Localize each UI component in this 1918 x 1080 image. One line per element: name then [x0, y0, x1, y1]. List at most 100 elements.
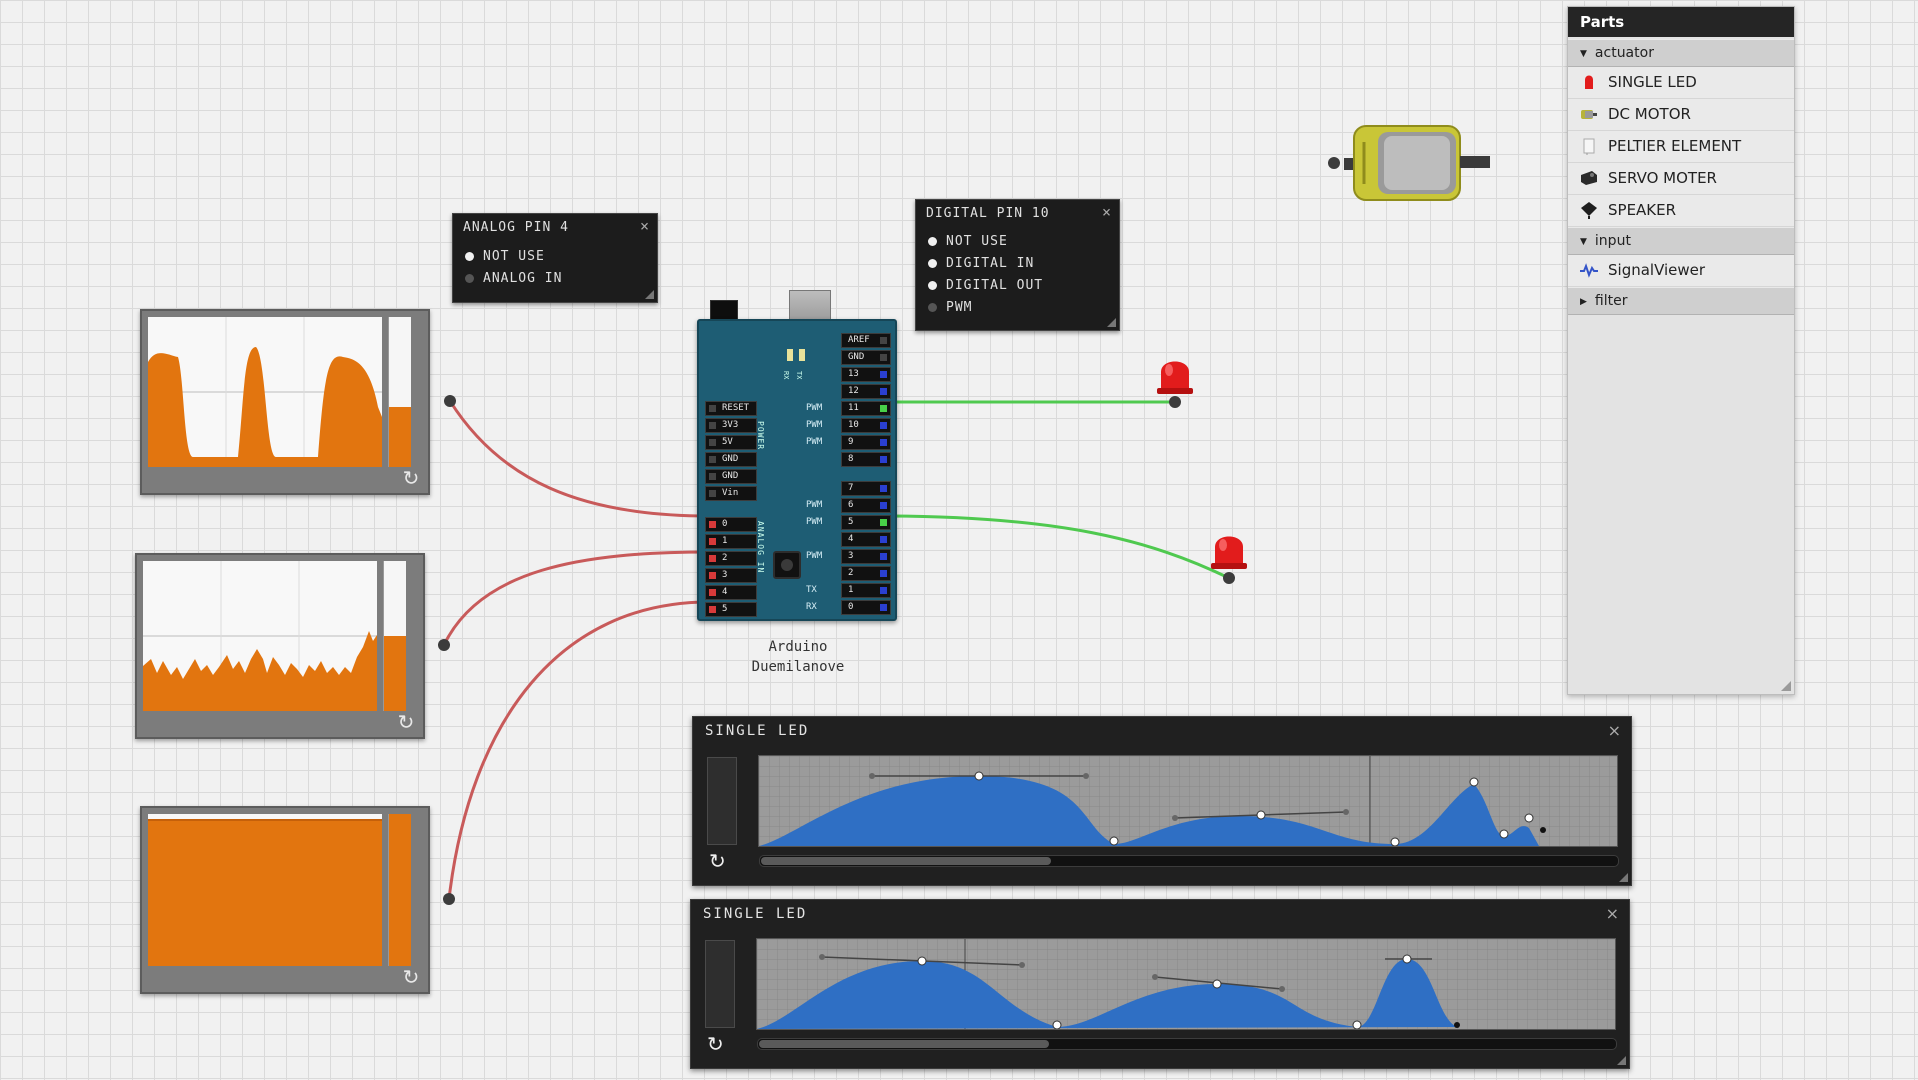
refresh-icon[interactable]: ↻ [402, 466, 420, 490]
radio-unselected-icon[interactable] [928, 303, 937, 312]
scrollbar-thumb[interactable] [761, 857, 1051, 865]
envelope-handle[interactable] [1343, 809, 1349, 815]
analog-pin[interactable]: 2 [705, 551, 757, 566]
part-single-led[interactable]: SINGLE LED [1568, 67, 1794, 99]
part-peltier-element[interactable]: PELTIER ELEMENT [1568, 131, 1794, 163]
timeline-scrollbar[interactable] [757, 1038, 1617, 1050]
envelope-handle[interactable] [1352, 1020, 1362, 1029]
digital-pin[interactable]: 8 [841, 452, 891, 467]
resize-grip-icon[interactable] [1107, 318, 1116, 327]
envelope-handle[interactable] [974, 771, 984, 781]
analog-pin[interactable]: 1 [705, 534, 757, 549]
radio-icon[interactable] [928, 259, 937, 268]
radio-icon[interactable] [928, 281, 937, 290]
envelope-handle[interactable] [869, 773, 875, 779]
scrollbar-thumb[interactable] [759, 1040, 1049, 1048]
digital-pin[interactable]: 4 [841, 532, 891, 547]
envelope-handle[interactable] [1499, 829, 1509, 839]
option-analog-in[interactable]: ANALOG IN [465, 271, 562, 286]
envelope-handle[interactable] [1019, 962, 1025, 968]
refresh-icon[interactable]: ↻ [709, 849, 726, 873]
option-not-use[interactable]: NOT USE [928, 234, 1008, 249]
power-pin[interactable]: RESET [705, 401, 757, 416]
envelope-handle[interactable] [1109, 836, 1119, 846]
radio-selected-icon[interactable] [465, 252, 474, 261]
digital-pin[interactable]: AREF [841, 333, 891, 348]
envelope-handle[interactable] [1469, 777, 1479, 787]
close-icon[interactable]: × [1101, 203, 1111, 221]
analog-wire-2[interactable] [442, 550, 710, 646]
envelope-handle[interactable] [1279, 986, 1285, 992]
part-servo-moter[interactable]: SERVO MOTER [1568, 163, 1794, 195]
envelope-handle[interactable] [1172, 815, 1178, 821]
envelope-handle[interactable] [1454, 1022, 1460, 1028]
part-signal-viewer[interactable]: SignalViewer [1568, 255, 1794, 287]
part-speaker[interactable]: SPEAKER [1568, 195, 1794, 227]
analog-pin[interactable]: 3 [705, 568, 757, 583]
wire-handle[interactable] [438, 639, 450, 651]
option-pwm[interactable]: PWM [928, 300, 972, 315]
category-actuator[interactable]: ▼actuator [1568, 39, 1794, 67]
envelope-handle[interactable] [1390, 837, 1400, 846]
digital-pin[interactable]: 7 [841, 481, 891, 496]
option-digital-out[interactable]: DIGITAL OUT [928, 278, 1043, 293]
refresh-icon[interactable]: ↻ [707, 1032, 724, 1056]
analog-pin[interactable]: 4 [705, 585, 757, 600]
wire-handle[interactable] [443, 893, 455, 905]
analog-wire-1[interactable] [448, 400, 710, 518]
wire-handle[interactable] [444, 395, 456, 407]
wire-handle[interactable] [1223, 572, 1235, 584]
close-icon[interactable]: × [639, 217, 649, 235]
envelope-handle[interactable] [1524, 813, 1534, 823]
digital-pin[interactable]: 12 [841, 384, 891, 399]
envelope-handle[interactable] [1402, 954, 1412, 964]
signal-viewer-1[interactable]: ↻ [140, 309, 430, 495]
envelope-handle[interactable] [1152, 974, 1158, 980]
envelope-handle[interactable] [1256, 810, 1266, 820]
envelope-handle[interactable] [819, 954, 825, 960]
category-input[interactable]: ▼input [1568, 227, 1794, 255]
power-pin[interactable]: GND [705, 469, 757, 484]
envelope-graph[interactable] [758, 755, 1618, 847]
envelope-handle[interactable] [1083, 773, 1089, 779]
analog-pin[interactable]: 0 [705, 517, 757, 532]
envelope-handle[interactable] [1052, 1020, 1062, 1029]
envelope-handle[interactable] [917, 956, 927, 966]
led-icon[interactable] [1157, 354, 1193, 396]
power-pin[interactable]: 3V3 [705, 418, 757, 433]
digital-pin[interactable]: GND [841, 350, 891, 365]
radio-icon[interactable] [928, 237, 937, 246]
analog-pin[interactable]: 5 [705, 602, 757, 617]
digital-pin[interactable]: 2 [841, 566, 891, 581]
radio-unselected-icon[interactable] [465, 274, 474, 283]
digital-pin[interactable]: 13 [841, 367, 891, 382]
category-filter[interactable]: ▶filter [1568, 287, 1794, 315]
wire-handle[interactable] [1169, 396, 1181, 408]
envelope-handle[interactable] [1540, 827, 1546, 833]
led-icon[interactable] [1211, 529, 1247, 571]
wire-handle[interactable] [1328, 157, 1340, 169]
single-led-editor-1[interactable]: SINGLE LED × ↻ [692, 716, 1632, 886]
refresh-icon[interactable]: ↻ [397, 710, 415, 734]
power-pin[interactable]: GND [705, 452, 757, 467]
digital-wire-5[interactable] [879, 514, 1230, 580]
analog-wire-3[interactable] [447, 600, 710, 900]
resize-grip-icon[interactable] [1617, 1056, 1626, 1065]
envelope-graph[interactable] [756, 938, 1616, 1030]
signal-viewer-2[interactable]: ↻ [135, 553, 425, 739]
single-led-editor-2[interactable]: SINGLE LED × ↻ [690, 899, 1630, 1069]
parts-panel[interactable]: Parts ▼actuator SINGLE LED DC MOTOR PELT… [1567, 6, 1795, 695]
signal-viewer-3[interactable]: ↻ [140, 806, 430, 994]
dc-motor-icon[interactable] [1344, 122, 1492, 204]
option-not-use[interactable]: NOT USE [465, 249, 545, 264]
resize-grip-icon[interactable] [645, 290, 654, 299]
refresh-icon[interactable]: ↻ [402, 965, 420, 989]
